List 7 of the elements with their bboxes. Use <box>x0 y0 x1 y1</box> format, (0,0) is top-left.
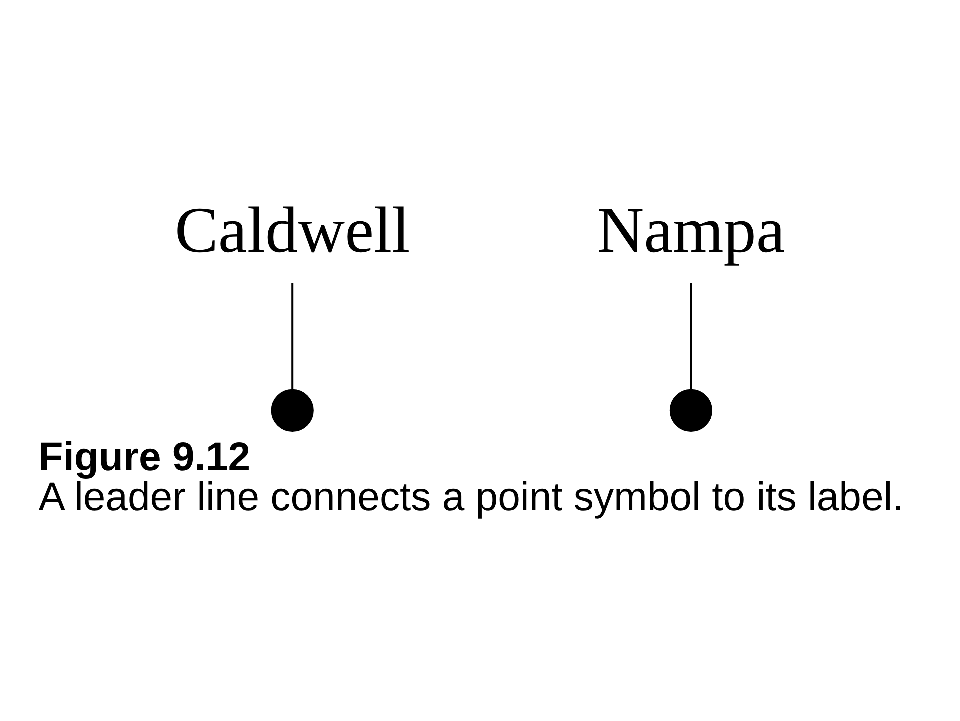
node-text: Nampa <box>597 195 786 268</box>
connector <box>292 283 294 390</box>
node-circle <box>271 389 314 432</box>
connector <box>690 283 692 390</box>
diagram-title: Figure 9.12 <box>38 435 251 480</box>
node-text: Caldwell <box>174 195 410 268</box>
node-circle <box>670 389 713 432</box>
